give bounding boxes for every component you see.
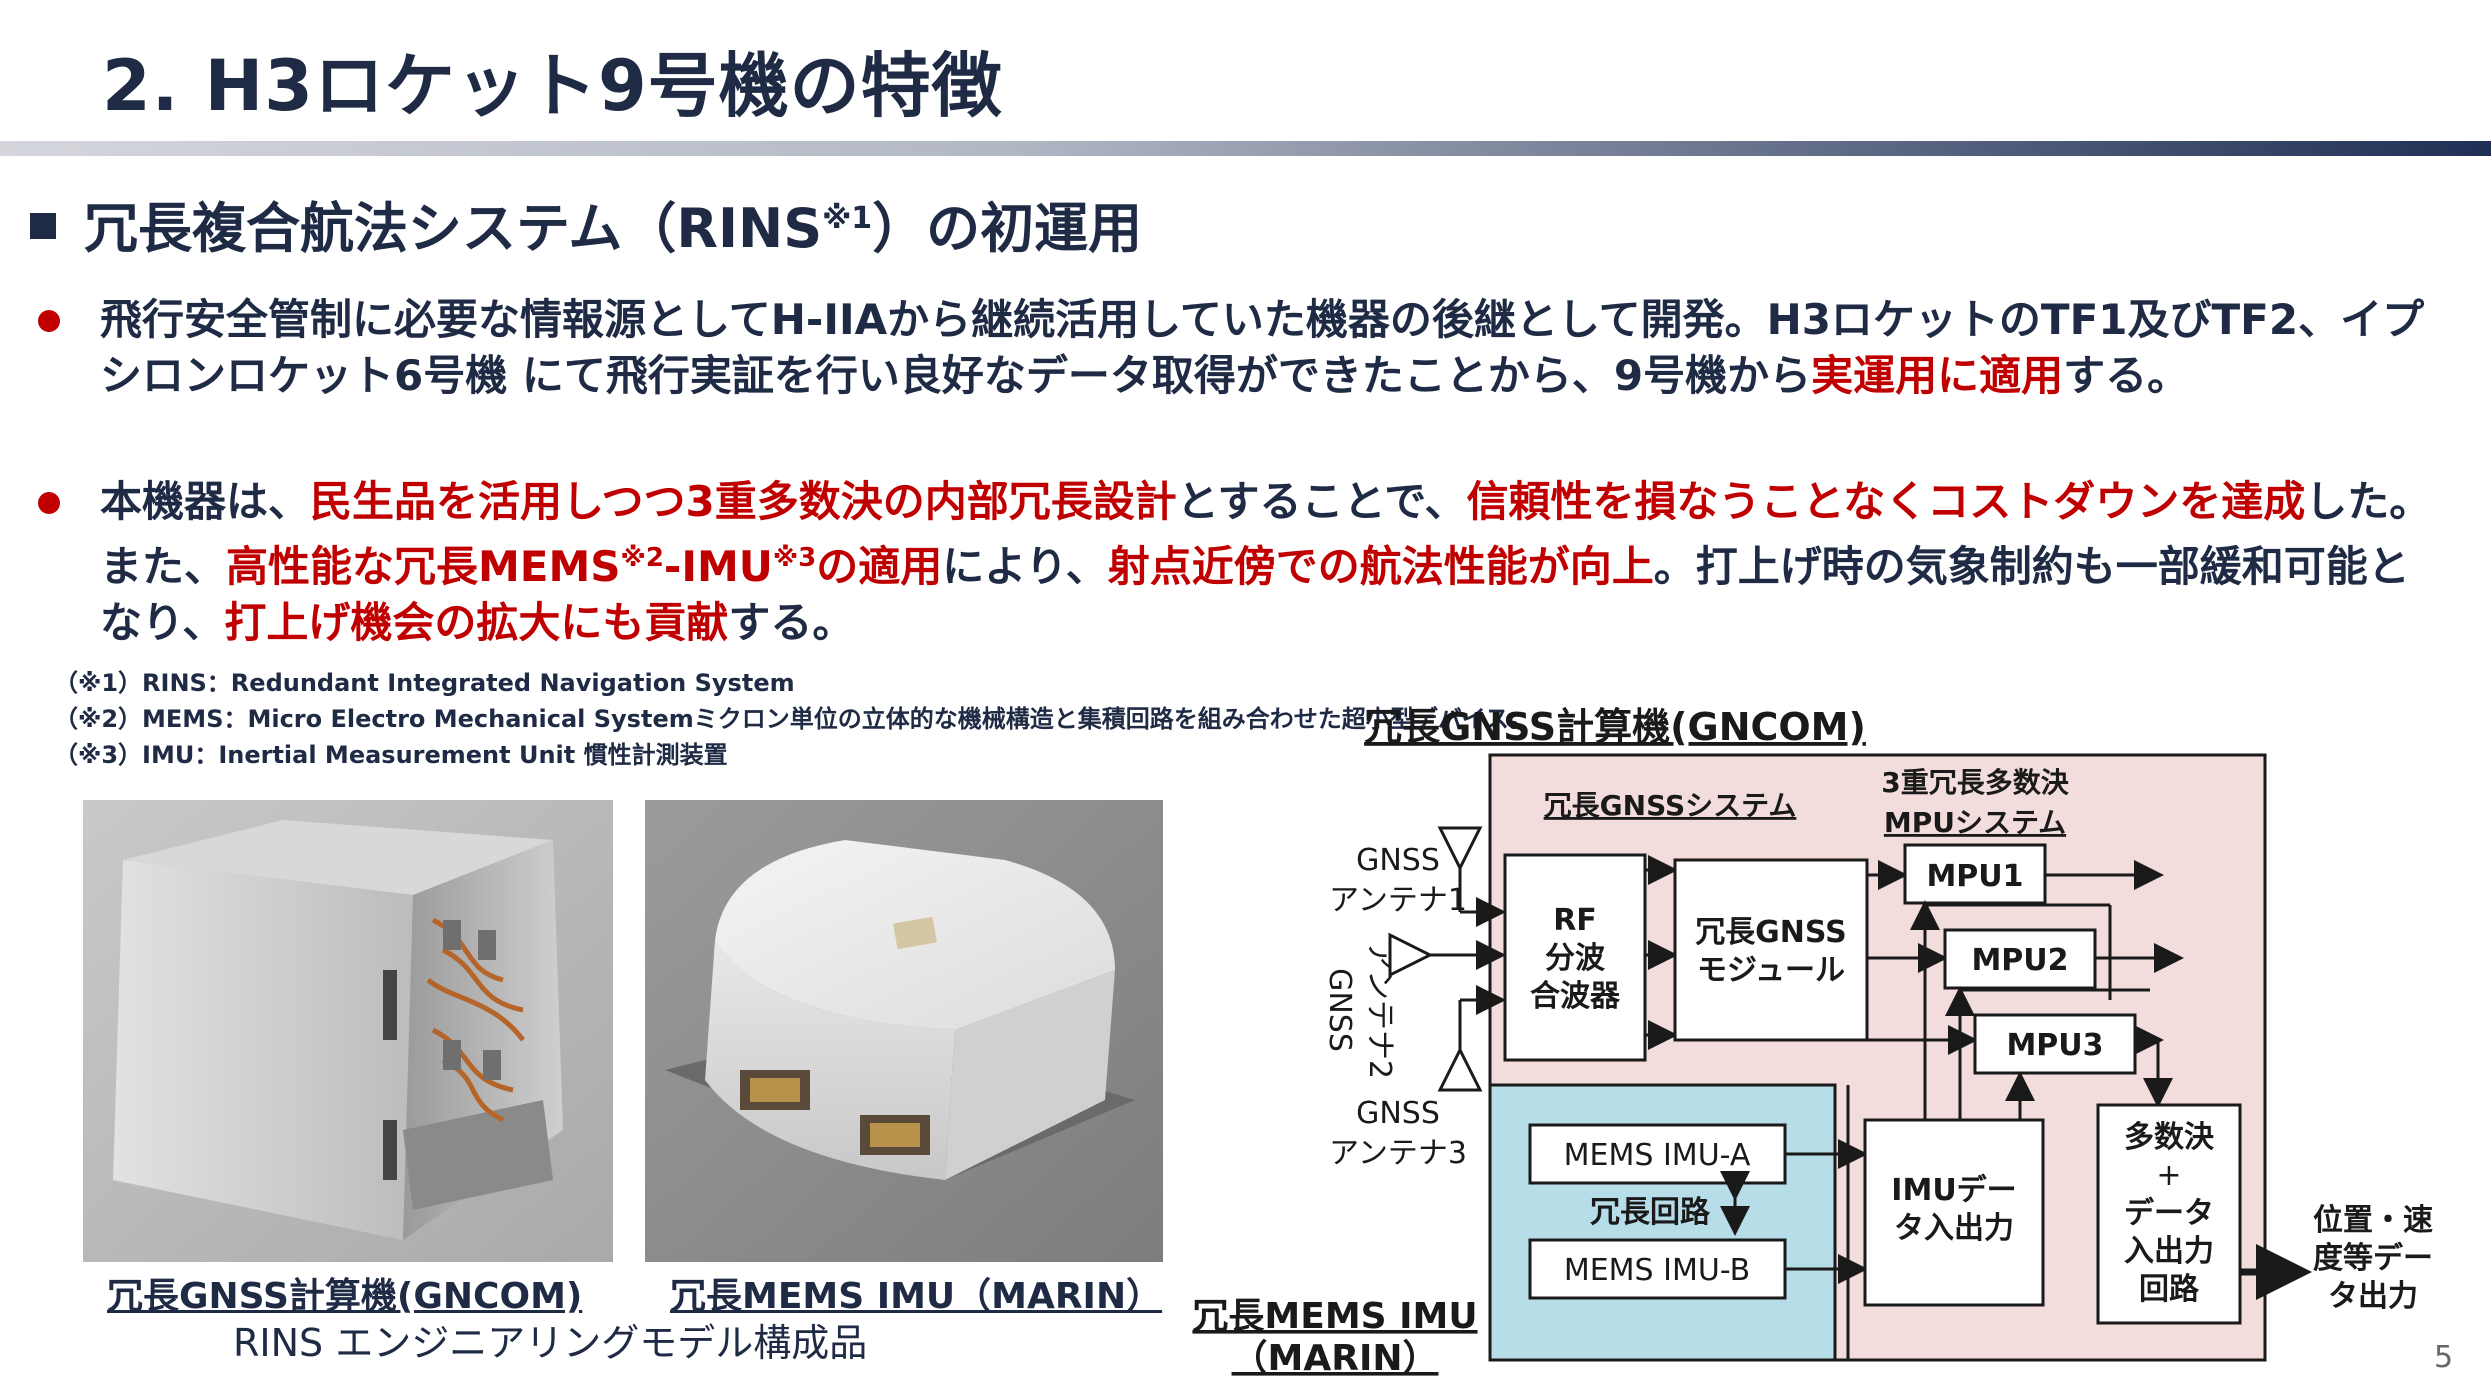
caption-gncom: 冗長GNSS計算機(GNCOM) bbox=[107, 1276, 583, 1317]
text-span: した。また、 bbox=[100, 477, 2432, 591]
footnote-1: （※1）RINS：Redundant Integrated Navigation… bbox=[54, 669, 795, 697]
rf-label-1: RF bbox=[1553, 903, 1597, 938]
gncom-photo bbox=[83, 800, 613, 1262]
vote-label-1: 多数決 bbox=[2124, 1120, 2215, 1155]
marin-label-1: 冗長MEMS IMU bbox=[1192, 1296, 1477, 1337]
voting-block bbox=[2096, 1103, 2242, 1325]
heading-main: 冗長複合航法システム（RINS bbox=[84, 197, 823, 260]
heading-footnote-mark: ※1 bbox=[822, 201, 873, 236]
footnote-mark: ※2 bbox=[620, 543, 664, 573]
marin-photo bbox=[645, 800, 1163, 1262]
mpu2-block bbox=[1943, 928, 2097, 990]
slide-title: 2. H3ロケット9号機の特徴 bbox=[102, 45, 1003, 127]
emphasis-span: 高性能な冗長MEMS※2-IMU※3の適用 bbox=[226, 542, 942, 591]
section-heading: 冗長複合航法システム（RINS※1）の初運用 bbox=[30, 184, 1142, 263]
bullet-paragraph-1: 飛行安全管制に必要な情報源としてH-IIAから継続活用していた機器の後継として開… bbox=[100, 292, 2440, 404]
bullet-paragraph-2: 本機器は、民生品を活用しつつ3重多数決の内部冗長設計とすることで、信頼性を損なう… bbox=[100, 474, 2440, 651]
gnss-system-label: 冗長GNSSシステム bbox=[1544, 789, 1797, 822]
footnotes: （※1）RINS：Redundant Integrated Navigation… bbox=[54, 665, 1533, 773]
text-span: 本機器は、 bbox=[100, 477, 311, 526]
emphasis-span: 信頼性を損なうことなくコストダウンを達成 bbox=[1466, 477, 2306, 526]
rf-label-3: 合波器 bbox=[1530, 979, 1621, 1014]
imu-a-label: MEMS IMU-A bbox=[1564, 1138, 1751, 1173]
diagram-title: 冗長GNSS計算機(GNCOM) bbox=[1364, 705, 1866, 749]
gnss-module-label-2: モジュール bbox=[1697, 953, 1845, 988]
antenna1-icon bbox=[1437, 826, 1483, 872]
mpu-system-label-2: MPUシステム bbox=[1884, 806, 2066, 839]
vote-label-2: + bbox=[2156, 1158, 2181, 1193]
imu-io-label-1: IMUデー bbox=[1891, 1173, 2016, 1208]
imu-io-label-2: タ入出力 bbox=[1894, 1211, 2014, 1246]
text-span: する。 bbox=[2063, 351, 2190, 400]
vote-label-5: 回路 bbox=[2139, 1272, 2200, 1307]
text-span: の適用 bbox=[816, 542, 943, 591]
rins-block-diagram: 冗長GNSS計算機(GNCOM) 冗長GNSSシステム 3重冗長多数決 MPUシ… bbox=[1192, 705, 2433, 1379]
text-span: とすることで、 bbox=[1176, 477, 1467, 526]
emphasis-span: 実運用に適用 bbox=[1811, 351, 2064, 400]
mpu1-label: MPU1 bbox=[1926, 859, 2023, 894]
text-span: -IMU bbox=[663, 542, 773, 591]
output-label-2: 度等デー bbox=[2313, 1241, 2433, 1276]
antenna3-icon bbox=[1437, 1046, 1483, 1092]
page-number: 5 bbox=[2434, 1340, 2454, 1375]
title-divider bbox=[0, 141, 2491, 156]
heading-tail: ）の初運用 bbox=[872, 197, 1143, 260]
output-label-3: タ出力 bbox=[2328, 1279, 2418, 1314]
footnote-mark: ※3 bbox=[772, 543, 817, 573]
marin-unit-illustration bbox=[645, 800, 1163, 1262]
output-label-1: 位置・速 bbox=[2313, 1203, 2433, 1238]
emphasis-span: 民生品を活用しつつ3重多数決の内部冗長設計 bbox=[310, 477, 1177, 526]
text-span: する。 bbox=[728, 598, 855, 647]
imu-b-block bbox=[1528, 1238, 1787, 1300]
emphasis-span: 打上げ機会の拡大にも貢献 bbox=[224, 598, 729, 647]
vote-label-4: 入出力 bbox=[2124, 1234, 2214, 1269]
rf-splitter-block bbox=[1503, 853, 1647, 1062]
mpu3-block bbox=[1973, 1013, 2137, 1075]
antenna3-label-b: アンテナ3 bbox=[1329, 1136, 1467, 1171]
text-span: 。打上げ時の気象制約も一部緩和可能となり、 bbox=[100, 542, 2410, 647]
mpu3-label: MPU3 bbox=[2006, 1028, 2103, 1063]
caption-marin: 冗長MEMS IMU（MARIN） bbox=[670, 1276, 1163, 1317]
mpu1-block bbox=[1903, 843, 2047, 905]
rf-label-2: 分波 bbox=[1545, 941, 1606, 976]
caption-rins: RINS エンジニアリングモデル構成品 bbox=[233, 1321, 868, 1365]
footnote-2: （※2）MEMS：Micro Electro Mechanical System… bbox=[54, 705, 1534, 733]
text-span: 高性能な冗長MEMS bbox=[226, 542, 621, 591]
marin-label-2: （MARIN） bbox=[1232, 1338, 1439, 1379]
antenna3-label-a: GNSS bbox=[1356, 1096, 1440, 1131]
square-bullet-icon bbox=[30, 213, 56, 239]
text-span: 飛行安全管制に必要な情報源としてH-IIAから継続活用していた機器の後継として開… bbox=[100, 295, 2425, 400]
antenna1-label-a: GNSS bbox=[1356, 843, 1440, 878]
gnss-module-label-1: 冗長GNSS bbox=[1695, 915, 1847, 950]
bullet-dot-icon bbox=[38, 492, 60, 514]
emphasis-span: 射点近傍での航法性能が向上 bbox=[1107, 542, 1654, 591]
gncom-unit-illustration bbox=[83, 800, 613, 1262]
antenna2-label-a: GNSS bbox=[1322, 968, 1357, 1052]
redundant-circuit-label: 冗長回路 bbox=[1590, 1195, 1711, 1230]
footnote-3: （※3）IMU：Inertial Measurement Unit 慣性計測装置 bbox=[54, 741, 728, 769]
antenna1-label-b: アンテナ1 bbox=[1329, 883, 1467, 918]
mpu2-label: MPU2 bbox=[1971, 943, 2068, 978]
mpu-system-label-1: 3重冗長多数決 bbox=[1881, 766, 2069, 799]
antenna2-icon bbox=[1388, 932, 1434, 978]
imu-b-label: MEMS IMU-B bbox=[1564, 1253, 1750, 1288]
vote-label-3: データ bbox=[2124, 1196, 2214, 1231]
gnss-module-block bbox=[1673, 858, 1869, 1042]
text-span: により、 bbox=[942, 542, 1108, 591]
imu-io-block bbox=[1863, 1118, 2045, 1307]
bullet-dot-icon bbox=[38, 310, 60, 332]
